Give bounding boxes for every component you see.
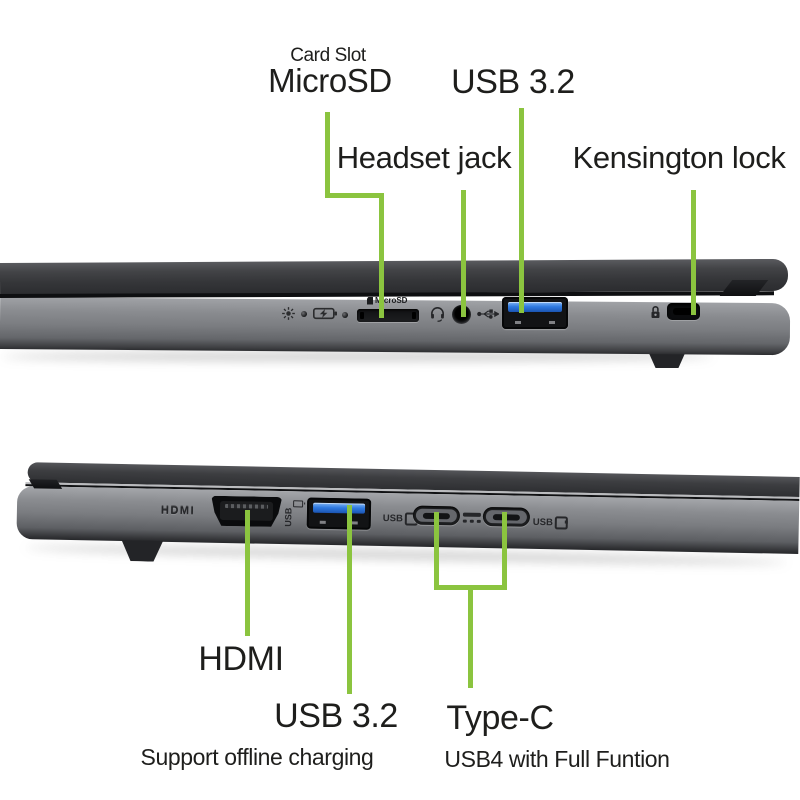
callout-line-usb32-top [519,108,524,313]
usb-a-tongue [507,301,563,313]
usb32-sub-label: Support offline charging [140,744,374,770]
dc-power-dash [476,519,481,523]
kensington-lock-icon [651,306,660,318]
laptop-left-side-view: HDMI USB USB [16,455,800,600]
callout-line-typec [434,512,439,590]
callout-line-microsd [325,112,330,196]
usb-offline-charging-marking: USB [283,500,304,530]
battery-led [342,312,348,318]
dc-power-icon [462,512,481,523]
dc-power-dash [469,519,474,523]
power-led [301,311,307,317]
microsd-card-icon [367,296,373,305]
typec-sub-label: USB4 with Full Funtion [444,746,670,772]
usb-a-tongue [312,502,366,514]
usb-a-pin [319,521,326,524]
laptop-right-lid [0,258,789,295]
microsd-label: MicroSD [268,62,392,99]
usb-a-pin [352,521,358,525]
typec-label: Type-C [446,699,554,737]
kensington-lock-label: Kensington lock [572,140,786,175]
power-led-icon [282,307,295,320]
microsd-slot-marking: MicroSD [367,296,407,305]
headset-jack-label: Headset jack [336,140,512,175]
dc-power-bar [462,512,481,517]
usb-a-pin [515,321,522,324]
usb-logo-icon: USB [533,516,568,530]
usb-logo-text: USB [532,516,553,529]
hdmi-port-marking: HDMI [160,504,196,518]
callout-line-usb32-bottom [347,505,352,694]
callout-line-microsd [325,193,384,198]
headset-icon [431,307,444,322]
usb-logo-box [554,516,568,530]
callout-line-headset [461,190,466,317]
usb32-bottom-label: USB 3.2 [274,697,398,735]
callout-line-typec [434,585,507,590]
battery-icon [293,500,304,508]
microsd-slot [357,309,419,322]
usb32-top-label: USB 3.2 [451,63,575,101]
usb-marking-text: USB [283,507,294,527]
callout-line-kensington [691,190,696,315]
dc-power-dash [462,519,467,523]
battery-charging-icon [313,307,337,320]
callout-line-typec [468,588,473,688]
usb-a-port [306,497,372,530]
usb-a-port [502,297,568,329]
callout-line-typec [502,512,507,590]
laptop-left-hinge-notch [28,479,63,489]
usb-logo-text: USB [382,513,404,525]
callout-line-microsd [379,193,384,318]
laptop-right-shadow [2,352,712,361]
usb-a-pin [548,321,555,324]
usb-icon [477,309,499,319]
callout-line-hdmi [245,510,250,636]
microsd-marking-text: MicroSD [375,296,408,305]
card-slot-title: Card Slot [290,45,366,66]
hdmi-label: HDMI [198,640,284,678]
